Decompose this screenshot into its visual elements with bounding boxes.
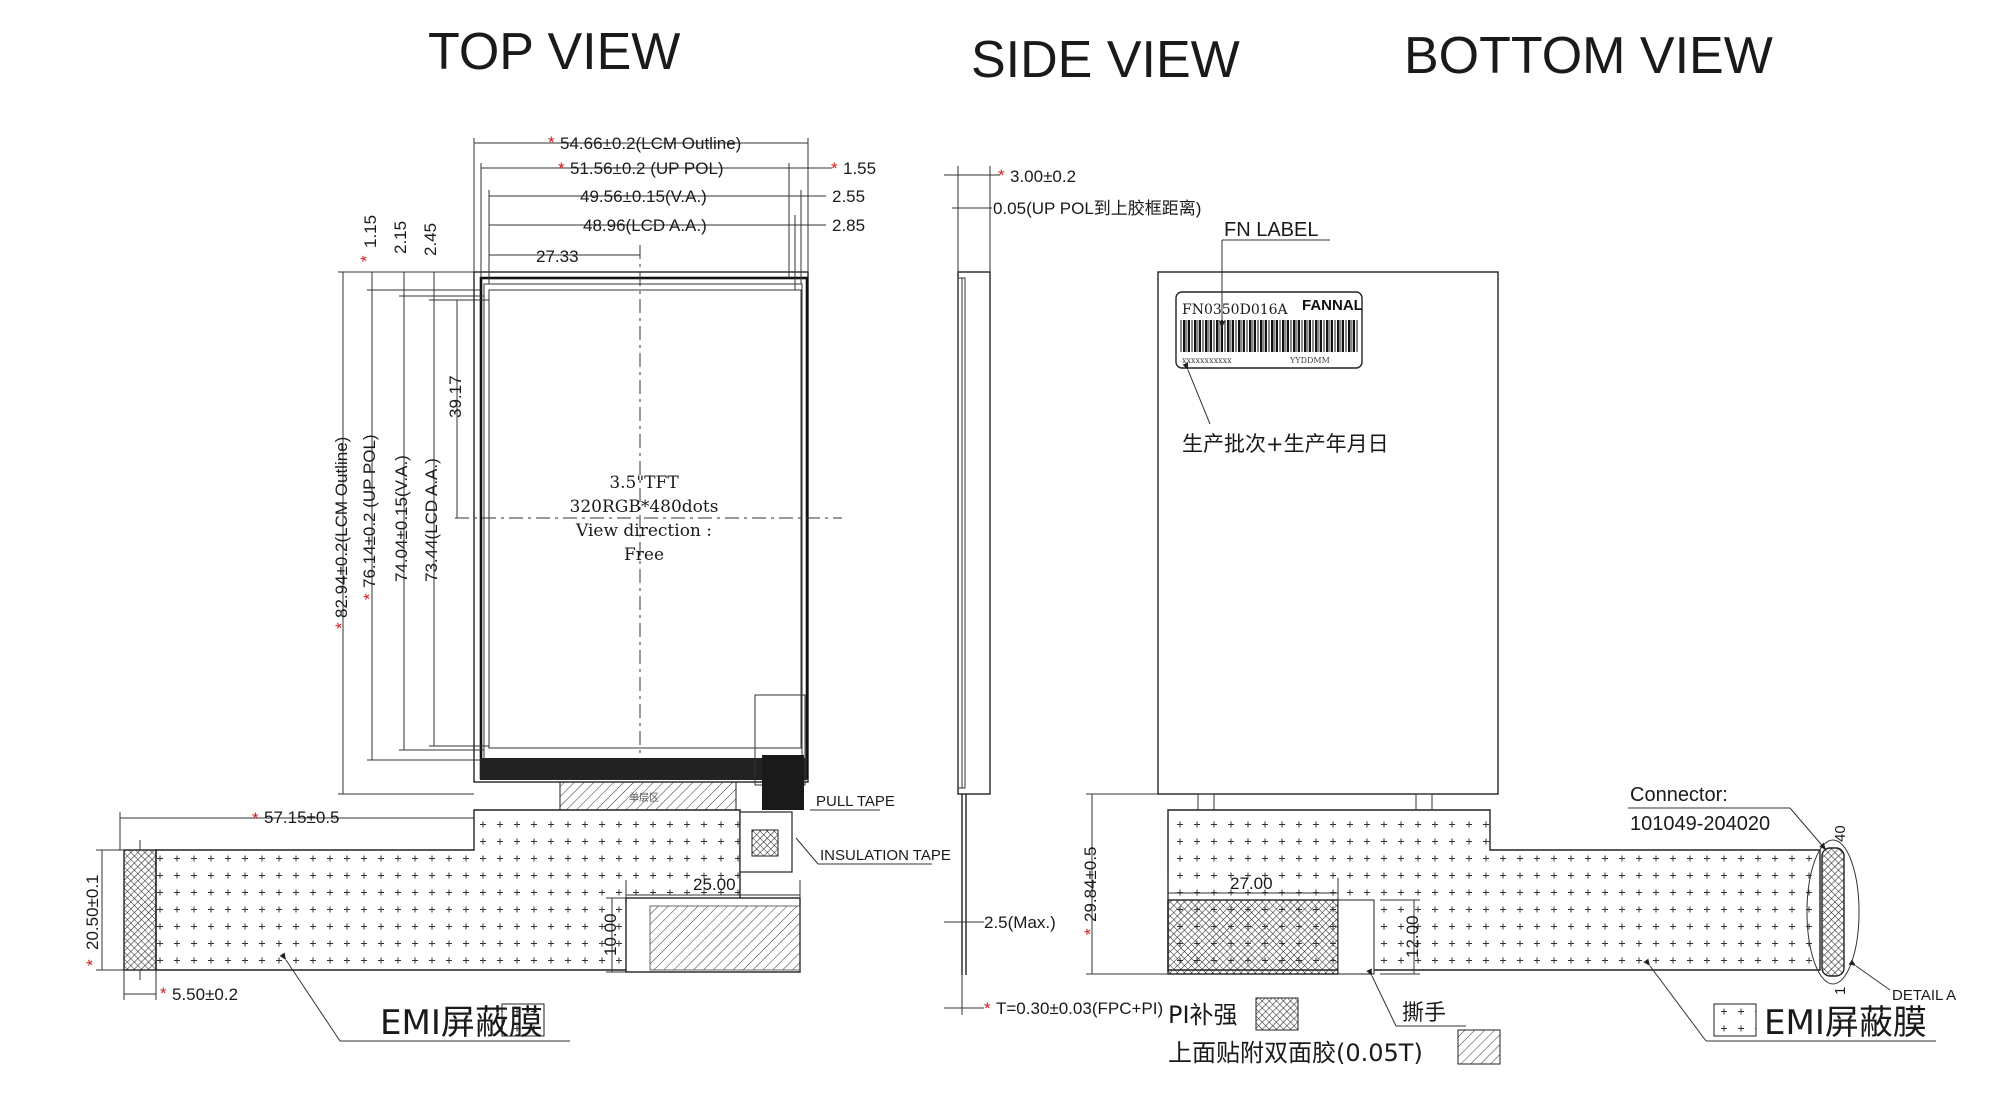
adhesive-legend-box	[1457, 1029, 1501, 1065]
connector-title: Connector:	[1630, 784, 1728, 806]
side-pol-gap: 0.05(UP POL到上胶框距离)	[993, 199, 1201, 218]
dim-top-offset-1: 1.15	[361, 215, 380, 248]
view-direction-value: Free	[624, 545, 664, 565]
pi-stiffener	[1167, 899, 1339, 975]
bottom-stiff-h: 12.00	[1403, 915, 1422, 958]
dim-offset-1: 1.55	[843, 159, 876, 178]
pi-label: PI补强	[1168, 1001, 1238, 1029]
top-view: 3.5"TFT 320RGB*480dots View direction : …	[83, 133, 951, 1043]
pin-1: 1	[1832, 987, 1849, 995]
svg-text:*: *	[160, 984, 167, 1003]
vertical-dims: * 82.94±0.2(LCM Outline) * 76.14±0.2 (UP…	[332, 215, 489, 795]
svg-text:*: *	[831, 159, 838, 178]
pin-40: 40	[1832, 825, 1849, 842]
bottom-view-title: BOTTOM VIEW	[1404, 27, 1773, 85]
dim-stiffener-h: 10.00	[601, 913, 620, 956]
svg-text:*: *	[252, 809, 259, 828]
dim-va-w: 49.56±0.15(V.A.)	[580, 187, 707, 206]
view-direction-label: View direction :	[575, 521, 712, 541]
single-layer-label: 单层区	[629, 792, 659, 804]
display-resolution: 320RGB*480dots	[570, 497, 719, 517]
body-tab-right	[1415, 793, 1433, 811]
ic-chip	[762, 755, 804, 810]
single-layer-region	[559, 781, 737, 811]
side-view-title: SIDE VIEW	[971, 31, 1240, 89]
insulation-tape-label: INSULATION TAPE	[820, 847, 951, 864]
tear-label: 撕手	[1402, 1001, 1446, 1026]
fn-serial: xxxxxxxxxxx	[1182, 356, 1232, 365]
stiffener-tape	[649, 905, 801, 971]
body-tab-left	[1197, 793, 1215, 811]
dim-lcm-outline-h: 82.94±0.2(LCM Outline)	[332, 437, 351, 618]
svg-text:*: *	[83, 959, 102, 966]
dim-fpc-offset: 57.15±0.5	[264, 808, 340, 827]
emi-label-top: EMI屏蔽膜	[380, 1003, 543, 1043]
batch-note: 生产批次+生产年月日	[1182, 432, 1389, 456]
adhesive-label: 上面贴附双面胶(0.05T)	[1168, 1039, 1423, 1067]
svg-text:*: *	[357, 255, 376, 262]
dim-offset-2: 2.55	[832, 187, 865, 206]
svg-text:*: *	[1081, 928, 1100, 935]
bottom-view: FN0350D016A FANNAL xxxxxxxxxxx YYDDMM FN…	[1081, 219, 1956, 1067]
dim-center-y: 39.17	[446, 375, 465, 418]
emi-legend-box	[501, 1003, 545, 1037]
bottom-fpc-height: 29.84±0.5	[1081, 846, 1100, 922]
svg-text:*: *	[548, 133, 555, 152]
detail-a-label: DETAIL A	[1892, 987, 1956, 1004]
emi-label-bottom: EMI屏蔽膜	[1764, 1003, 1927, 1043]
dim-aa-w: 48.96(LCD A.A.)	[583, 216, 707, 235]
horizontal-dims: * 54.66±0.2(LCM Outline) * 51.56±0.2 (UP…	[473, 133, 876, 290]
svg-text:*: *	[998, 166, 1005, 185]
aa-outline	[488, 289, 802, 749]
side-fpc-thickness: T=0.30±0.03(FPC+PI)	[996, 999, 1163, 1018]
pi-legend-box	[1255, 997, 1299, 1031]
dim-lcm-outline-w: 54.66±0.2(LCM Outline)	[560, 134, 741, 153]
dim-center-x: 27.33	[536, 247, 579, 266]
fn-barcode	[1180, 320, 1358, 352]
bottom-bezel	[480, 758, 807, 780]
dim-finger: 5.50±0.2	[172, 985, 238, 1004]
fn-label	[1175, 291, 1363, 369]
dim-up-pol-w: 51.56±0.2 (UP POL)	[570, 159, 724, 178]
top-view-title: TOP VIEW	[428, 23, 680, 81]
connector-no: 101049-204020	[1630, 813, 1770, 835]
side-thickness: 3.00±0.2	[1010, 167, 1076, 186]
dim-top-offset-2: 2.15	[391, 221, 410, 254]
gold-fingers	[123, 849, 157, 971]
bottom-stiff-w: 27.00	[1230, 874, 1273, 893]
side-body	[957, 271, 991, 795]
detail-a-circle	[1806, 839, 1860, 985]
insulation-tape-inner	[751, 829, 779, 857]
display-size: 3.5"TFT	[609, 473, 679, 493]
dim-fpc-width: 20.50±0.1	[83, 874, 102, 950]
pull-tape-label: PULL TAPE	[816, 793, 895, 810]
dim-stiffener-w: 25.00	[693, 875, 736, 894]
bottom-emi-legend-box	[1713, 1003, 1757, 1037]
dim-offset-3: 2.85	[832, 216, 865, 235]
dim-va-h: 74.04±0.15(V.A.)	[392, 455, 411, 582]
fn-part-no: FN0350D016A	[1182, 302, 1289, 318]
connector	[1821, 847, 1845, 977]
fn-brand: FANNAL	[1302, 297, 1363, 314]
svg-text:*: *	[332, 622, 351, 629]
tear-tab	[1337, 899, 1375, 975]
bottom-body	[1157, 271, 1499, 795]
fn-label-title: FN LABEL	[1224, 219, 1318, 241]
svg-text:*: *	[984, 999, 991, 1018]
fn-date: YYDDMM	[1289, 356, 1330, 365]
side-view: * 3.00±0.2 0.05(UP POL到上胶框距离) 2.5(Max.) …	[944, 166, 1201, 1018]
svg-text:*: *	[360, 593, 379, 600]
svg-text:*: *	[558, 159, 565, 178]
dim-up-pol-h: 76.14±0.2 (UP POL)	[360, 434, 379, 588]
dim-top-offset-3: 2.45	[421, 223, 440, 256]
dim-aa-h: 73.44(LCD A.A.)	[422, 458, 441, 582]
side-max: 2.5(Max.)	[984, 913, 1056, 932]
